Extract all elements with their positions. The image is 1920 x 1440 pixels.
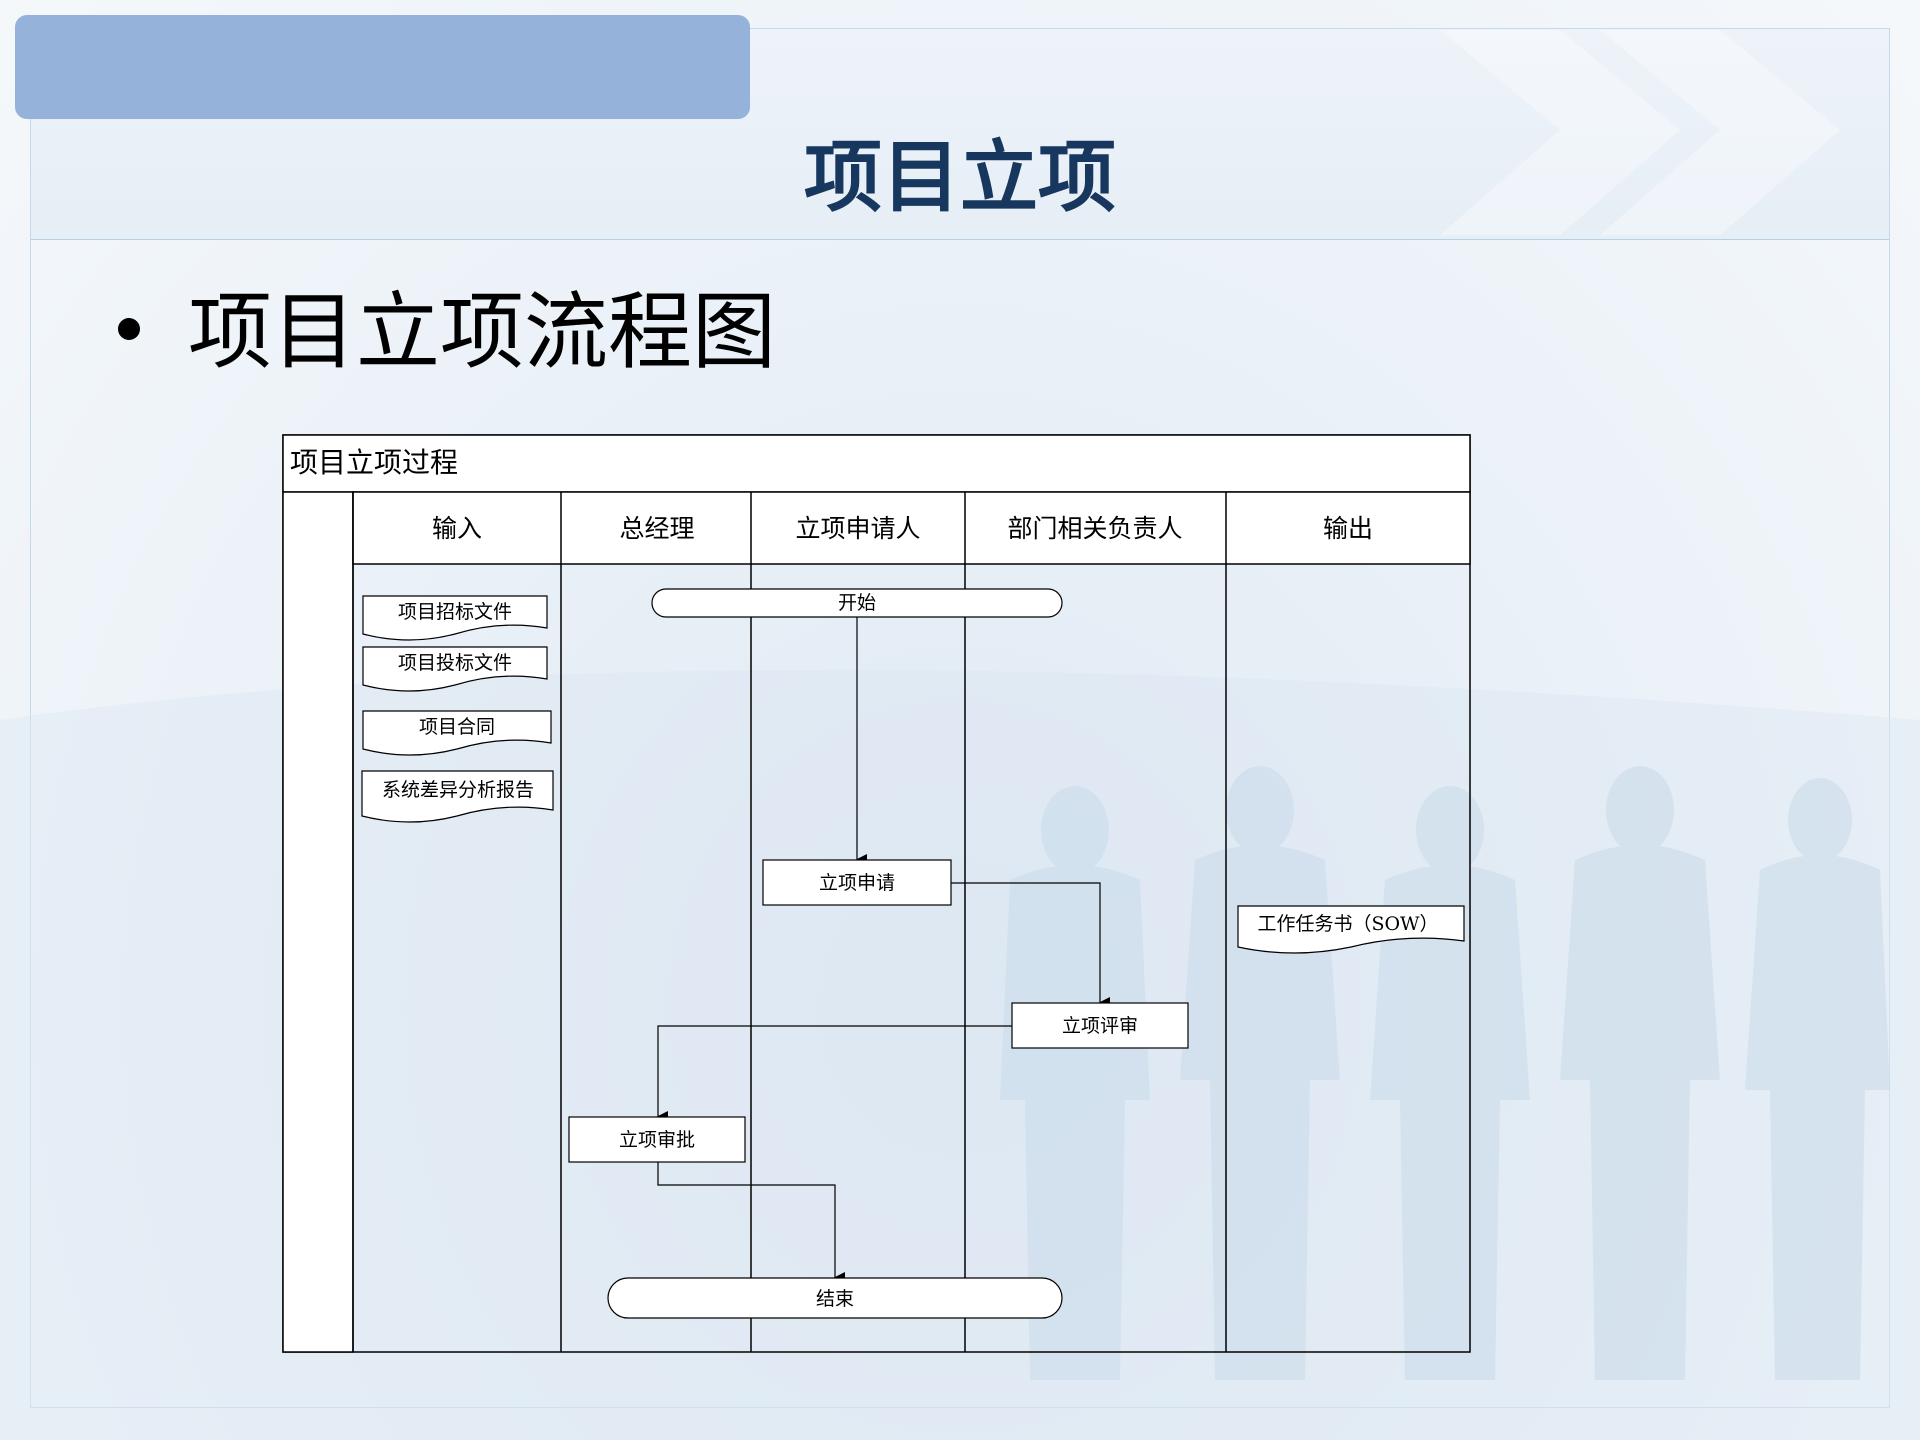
- document-shape-bid: [362, 646, 548, 692]
- input-doc-tender: 项目招标文件: [398, 601, 512, 623]
- flow-arrow: [656, 1025, 1012, 1123]
- step-approve-label: 立项审批: [619, 1129, 695, 1151]
- process-apply: [762, 859, 952, 906]
- process-approve: [568, 1116, 746, 1163]
- header-tab-shape: [15, 15, 750, 119]
- lane-label-general-manager: 总经理: [619, 514, 694, 543]
- process-title: 项目立项过程: [290, 446, 458, 479]
- left-margin-column: [282, 491, 354, 1353]
- input-doc-contract: 项目合同: [419, 716, 495, 738]
- start-label: 开始: [838, 592, 876, 614]
- bullet-text: 项目立项流程图: [188, 283, 777, 381]
- flow-arrow: [951, 882, 1110, 1009]
- lane-label-applicant: 立项申请人: [795, 514, 920, 543]
- slide-title: 项目立项: [803, 133, 1116, 223]
- lane-label-department-head: 部门相关负责人: [1007, 514, 1182, 543]
- document-shape-contract: [362, 710, 552, 756]
- lane-label-input: 输入: [432, 514, 482, 543]
- lane-header-row: [352, 491, 1471, 565]
- lane-label-output: 输出: [1323, 514, 1373, 543]
- end-terminator: [607, 1277, 1063, 1319]
- input-doc-gap-analysis: 系统差异分析报告: [382, 779, 534, 801]
- document-shape-sow: [1237, 905, 1465, 954]
- step-apply-label: 立项申请: [819, 872, 895, 894]
- step-review-label: 立项评审: [1062, 1015, 1138, 1037]
- bullet-dot: [118, 318, 140, 340]
- end-label: 结束: [816, 1288, 854, 1310]
- process-title-cell: [282, 434, 1471, 493]
- slide-frame: [30, 28, 1890, 1408]
- document-shape-gap-analysis: [361, 770, 554, 823]
- output-doc-sow: 工作任务书（SOW）: [1257, 913, 1438, 935]
- document-shape-tender: [362, 595, 548, 641]
- flow-arrow: [657, 1162, 845, 1284]
- input-doc-bid: 项目投标文件: [398, 652, 512, 674]
